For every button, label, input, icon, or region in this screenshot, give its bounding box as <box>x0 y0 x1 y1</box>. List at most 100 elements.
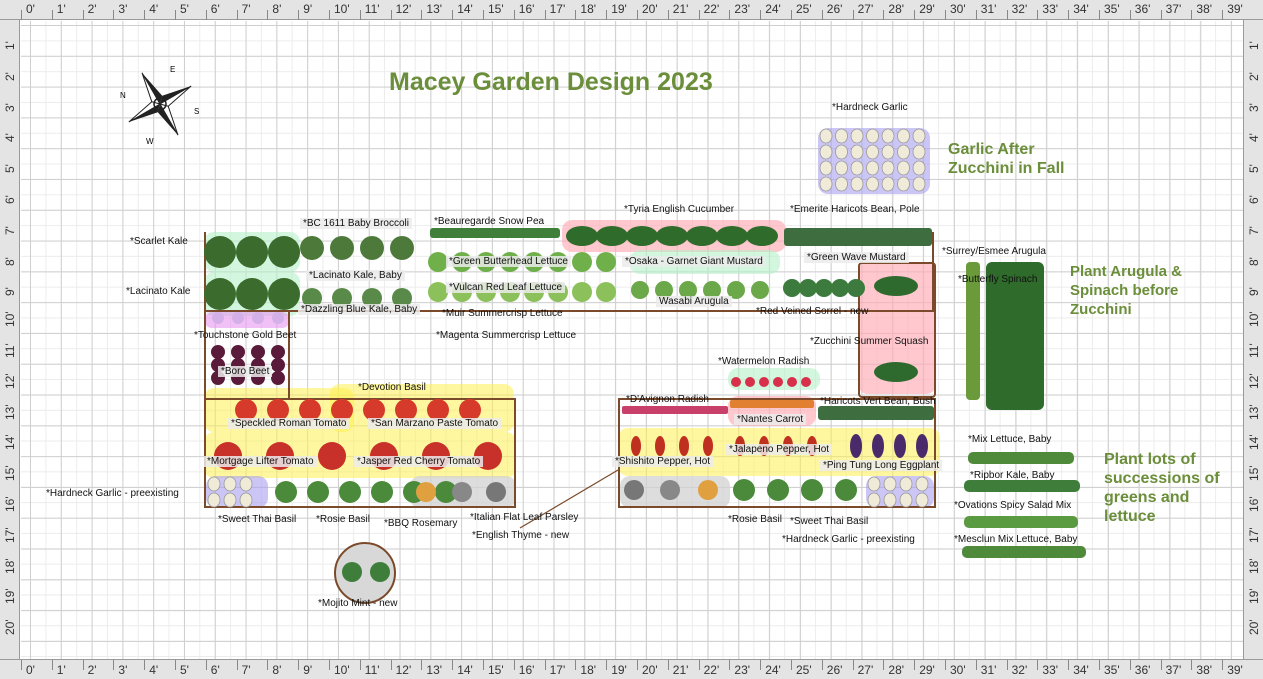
label-jasper-cherry[interactable]: *Jasper Red Cherry Tomato <box>354 456 484 467</box>
label-haricots-vert[interactable]: *Haricots Vert Bean, Bush <box>820 396 936 407</box>
garlic-bulb-icon <box>819 128 833 144</box>
label-ping-tung[interactable]: *Ping Tung Long Eggplant <box>820 460 943 471</box>
label-green-wave-mustard[interactable]: *Green Wave Mustard <box>804 252 909 263</box>
ruler-bottom-tick <box>390 660 392 670</box>
garlic-bulb-icon <box>819 176 833 192</box>
ruler-top-tick-label: 13' <box>426 2 443 16</box>
bed-peppers[interactable] <box>618 398 936 508</box>
bed-beets[interactable] <box>204 312 290 398</box>
lettuce-icon <box>572 282 592 302</box>
label-muir-summercrisp[interactable]: *Muir Summercrisp Lettuce <box>442 308 563 319</box>
bed-tomatoes[interactable] <box>204 398 516 508</box>
label-speckled-roman[interactable]: *Speckled Roman Tomato <box>228 418 350 429</box>
cucumber-icon <box>716 226 748 246</box>
label-mesclun[interactable]: *Mesclun Mix Lettuce, Baby <box>954 534 1078 545</box>
label-bc1611-broccoli[interactable]: *BC 1611 Baby Broccoli <box>300 218 412 229</box>
label-ovations-salad[interactable]: *Ovations Spicy Salad Mix <box>954 500 1072 511</box>
touchstone-beet-highlight <box>204 312 290 328</box>
ruler-top-tick <box>298 10 300 20</box>
ruler-bottom-tick-label: 17' <box>549 663 566 677</box>
label-ripbor-kale[interactable]: *Ripbor Kale, Baby <box>970 470 1055 481</box>
label-wasabi-arugula[interactable]: Wasabi Arugula <box>656 296 732 307</box>
kale-icon <box>204 236 236 268</box>
label-bbq-rosemary[interactable]: *BBQ Rosemary <box>384 518 458 529</box>
label-tyria-cucumber[interactable]: *Tyria English Cucumber <box>624 204 735 215</box>
label-italian-parsley[interactable]: *Italian Flat Leaf Parsley <box>470 512 579 523</box>
ruler-top-tick <box>1160 10 1162 20</box>
label-sweet-thai-basil-right[interactable]: *Sweet Thai Basil <box>790 516 869 527</box>
garlic-bulb-icon <box>866 176 879 192</box>
label-zucchini[interactable]: *Zucchini Summer Squash <box>810 336 929 347</box>
ruler-bottom-tick <box>483 660 484 670</box>
beet-icon <box>271 345 285 359</box>
ruler-bottom-tick <box>606 660 608 670</box>
ruler-top-tick-label: 9' <box>303 2 313 16</box>
garlic-bulb-icon <box>850 176 864 192</box>
ruler-bottom-tick-label: 25' <box>796 663 812 677</box>
ruler-top-tick <box>1191 10 1193 20</box>
label-sweet-thai-basil-left[interactable]: *Sweet Thai Basil <box>218 514 297 525</box>
label-surrey-arugula[interactable]: *Surrey/Esmee Arugula <box>942 246 1046 257</box>
label-red-veined-sorrel[interactable]: *Red Veined Sorrel - new <box>756 306 869 317</box>
label-lacinato-kale[interactable]: *Lacinato Kale <box>126 286 191 297</box>
label-scarlet-kale[interactable]: *Scarlet Kale <box>130 236 188 247</box>
ruler-bottom-tick-label: 7' <box>241 663 251 677</box>
label-touchstone-beet[interactable]: *Touchstone Gold Beet <box>194 330 297 341</box>
label-hardneck-garlic-pre-left[interactable]: *Hardneck Garlic - preexisting <box>46 488 179 499</box>
label-english-thyme[interactable]: *English Thyme - new <box>472 530 570 541</box>
label-beauregarde-snow-pea[interactable]: *Beauregarde Snow Pea <box>434 216 545 227</box>
label-watermelon-radish[interactable]: *Watermelon Radish <box>718 356 810 367</box>
label-magenta-summercrisp[interactable]: *Magenta Summercrisp Lettuce <box>436 330 577 341</box>
ruler-top-tick <box>975 10 977 20</box>
ruler-top-tick <box>1006 10 1008 20</box>
kale-icon <box>268 278 300 310</box>
label-san-marzano[interactable]: *San Marzano Paste Tomato <box>368 418 502 429</box>
label-mortgage-lifter[interactable]: *Mortgage Lifter Tomato <box>204 456 317 467</box>
mix-lettuce-row-icon <box>968 452 1074 464</box>
label-lacinato-kale-baby[interactable]: *Lacinato Kale, Baby <box>306 270 405 281</box>
ruler-top-tick <box>483 10 484 20</box>
ruler-top-tick <box>1099 10 1100 20</box>
ruler-top-tick-label: 29' <box>919 2 935 16</box>
label-rosie-basil-left[interactable]: *Rosie Basil <box>316 514 370 525</box>
bed-top[interactable] <box>204 232 934 312</box>
beet-icon <box>232 312 244 324</box>
label-butterfly-spinach[interactable]: *Butterfly Spinach <box>958 274 1038 285</box>
label-dazzling-blue-kale[interactable]: *Dazzling Blue Kale, Baby <box>298 304 421 315</box>
label-devotion-basil[interactable]: *Devotion Basil <box>358 382 426 393</box>
garlic-bulb-icon <box>867 476 881 492</box>
ruler-bottom-tick <box>1129 660 1131 670</box>
ruler-top-tick <box>21 10 22 20</box>
ruler-bottom-tick <box>975 660 977 670</box>
ripbor-kale-row-icon <box>964 480 1080 492</box>
ruler-bottom-tick <box>883 660 885 670</box>
ruler-top-tick-label: 26' <box>826 2 843 16</box>
ruler-top-tick-label: 14' <box>457 2 473 16</box>
label-boro-beet[interactable]: *Boro Beet <box>218 366 273 377</box>
label-rosie-basil-right[interactable]: *Rosie Basil <box>728 514 782 525</box>
ruler-bottom-tick <box>51 660 53 670</box>
label-osaka-mustard[interactable]: *Osaka - Garnet Giant Mustard <box>622 256 766 267</box>
label-shishito[interactable]: *Shishito Pepper, Hot <box>612 456 714 467</box>
label-hardneck-garlic[interactable]: *Hardneck Garlic <box>832 102 908 113</box>
label-vulcan-red-leaf[interactable]: *Vulcan Red Leaf Lettuce <box>446 282 566 293</box>
cucumber-icon <box>746 226 778 246</box>
ruler-bottom-tick <box>144 660 146 670</box>
tomato-icon <box>459 399 481 421</box>
garlic-bulb-icon <box>223 476 237 492</box>
label-hardneck-garlic-pre-right[interactable]: *Hardneck Garlic - preexisting <box>782 534 915 545</box>
label-emerite-bean[interactable]: *Emerite Haricots Bean, Pole <box>790 204 920 215</box>
label-mojito-mint[interactable]: *Mojito Mint - new <box>318 598 398 609</box>
label-mix-lettuce[interactable]: *Mix Lettuce, Baby <box>968 434 1052 445</box>
bed-zucchini[interactable] <box>858 262 936 398</box>
garlic-bulb-icon <box>881 160 895 176</box>
label-green-butterhead[interactable]: *Green Butterhead Lettuce <box>446 256 571 267</box>
label-nantes-carrot[interactable]: *Nantes Carrot <box>734 414 807 425</box>
ruler-bottom-tick-label: 29' <box>919 663 935 677</box>
label-davignon-radish[interactable]: *D'Avignon Radish <box>626 394 709 405</box>
ruler-top-tick <box>359 10 361 20</box>
ruler-bottom-tick-label: 22' <box>703 663 720 677</box>
label-jalapeno[interactable]: *Jalapeno Pepper, Hot <box>726 444 833 455</box>
